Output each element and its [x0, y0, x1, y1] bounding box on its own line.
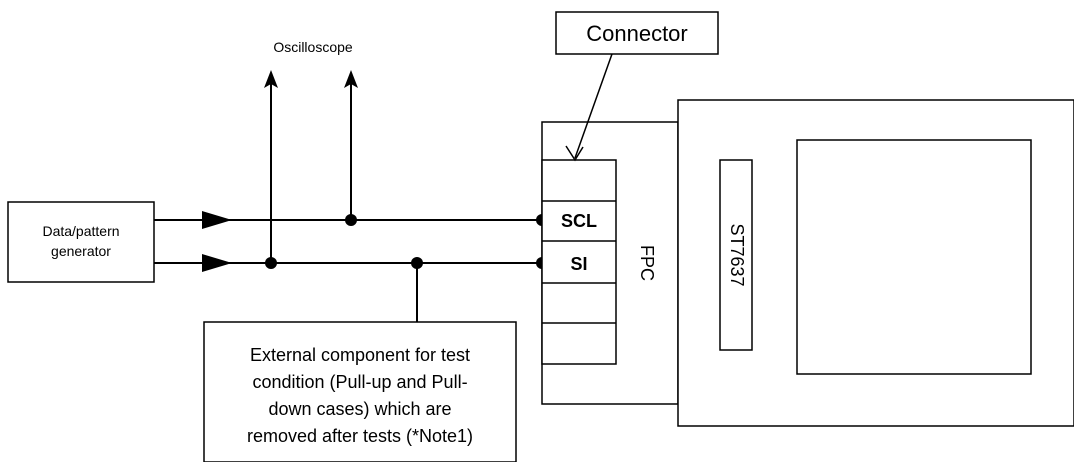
driver-ic-chip	[719, 159, 753, 351]
connector-label: Connector	[586, 21, 688, 46]
probe-arrow-si	[264, 70, 278, 88]
pin-label-scl: SCL	[561, 211, 597, 231]
external-component-note-box	[203, 321, 517, 462]
note-line-2: condition (Pull-up and Pull-	[252, 372, 467, 392]
si-direction-arrow	[202, 254, 232, 272]
connector-pointer-arrowhead	[565, 145, 584, 162]
driver-ic-label: ST7637	[727, 223, 747, 286]
generator-label-line1: Data/pattern	[42, 223, 119, 239]
scl-direction-arrow	[202, 211, 232, 229]
connector-pin-block	[541, 159, 617, 365]
display-area	[796, 139, 1032, 375]
junction-dot	[345, 214, 357, 226]
fpc-label: FPC	[637, 245, 657, 281]
note-line-4: removed after tests (*Note1)	[247, 426, 473, 446]
note-line-1: External component for test	[250, 345, 470, 365]
connector-callout-box	[555, 11, 719, 55]
probe-arrow-scl	[344, 70, 358, 88]
junction-dot	[265, 257, 277, 269]
pin-label-si: SI	[570, 254, 587, 274]
generator-box	[7, 201, 155, 283]
generator-label-line2: generator	[51, 243, 111, 259]
oscilloscope-label: Oscilloscope	[273, 39, 353, 55]
connector-pointer-line	[574, 53, 613, 159]
note-line-3: down cases) which are	[268, 399, 451, 419]
junction-dot	[411, 257, 423, 269]
